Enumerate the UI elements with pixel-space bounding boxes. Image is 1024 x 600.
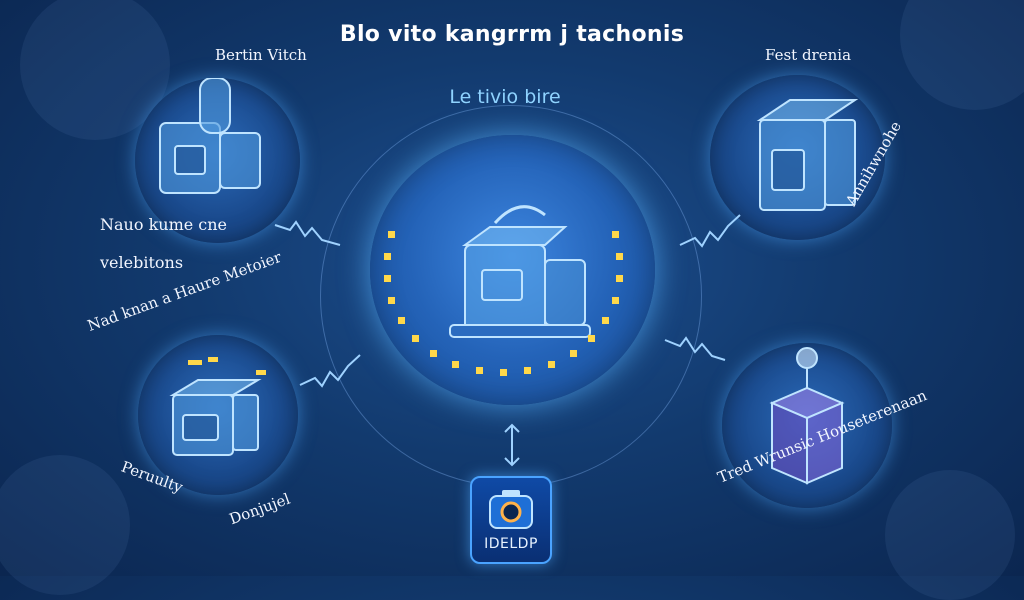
device-box-icon xyxy=(169,357,266,456)
top-right-top-label: Fest drenia xyxy=(765,46,852,64)
arrow-top-right xyxy=(679,214,741,248)
node-bottom-right[interactable] xyxy=(722,343,892,508)
ghost-portrait-bottom-left xyxy=(0,455,130,595)
top-left-bottom-label: Nauo kume cne velebitons xyxy=(100,215,228,272)
node-top-right[interactable] xyxy=(710,75,885,240)
page-title: Blo vito kangrrm j tachonis xyxy=(339,22,685,47)
center-label: Le tivio bire xyxy=(449,86,561,108)
node-top-left[interactable] xyxy=(135,77,300,243)
server-tower-icon xyxy=(756,99,859,211)
arrow-bottom-right xyxy=(664,336,726,361)
arrow-vertical xyxy=(504,423,520,467)
center-node[interactable] xyxy=(370,135,655,405)
top-left-top-label: Bertin Vitch xyxy=(215,46,307,64)
arrow-top-left xyxy=(274,220,341,246)
machine-icon xyxy=(159,77,261,194)
lamp-cube-icon xyxy=(769,347,845,485)
node-bottom-left[interactable] xyxy=(138,335,298,495)
ghost-portrait-top-left xyxy=(20,0,170,140)
app-label: IDELDP xyxy=(484,536,538,552)
server-box-icon xyxy=(384,205,623,376)
app-button[interactable] xyxy=(470,476,552,564)
camera-app-icon xyxy=(489,490,533,529)
arrow-bottom-left xyxy=(299,354,361,388)
connector-arrows xyxy=(274,214,741,467)
